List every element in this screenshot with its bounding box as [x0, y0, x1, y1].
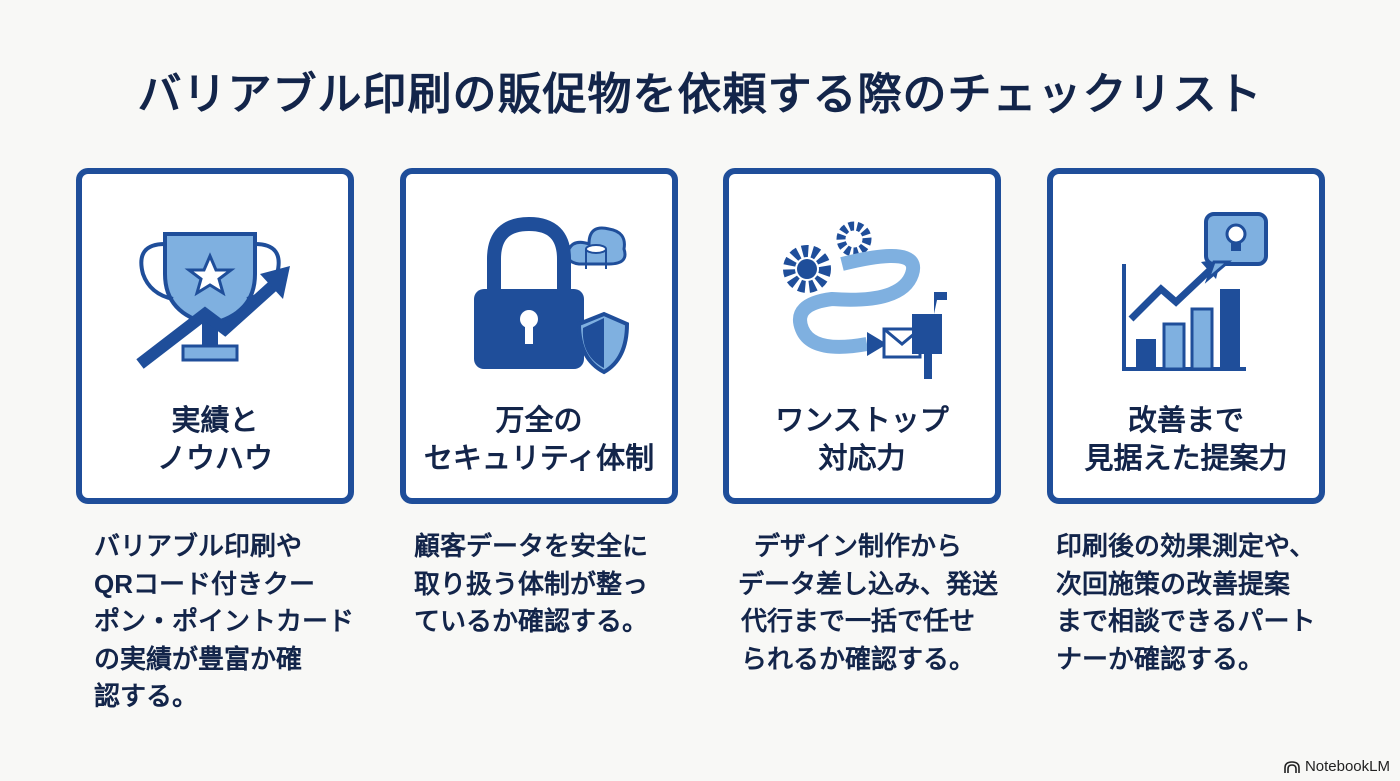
card-description: デザイン制作から データ差し込み、発送 代行まで一括で任せ られるか確認する。 [738, 528, 999, 678]
card-title-line: 万全の [495, 405, 583, 437]
desc-line: 次回施策の改善提案 [1056, 568, 1291, 599]
desc-line: QRコード付きクー [94, 568, 316, 599]
lock-shield-icon [474, 216, 629, 375]
card-title-line: セキュリティ体制 [423, 443, 655, 475]
card-description: バリアブル印刷や QRコード付きクー ポン・ポイントカード の実績が豊富か確 認… [94, 528, 384, 716]
desc-line: バリアブル印刷や [94, 531, 303, 561]
notebooklm-watermark: NotebookLM [1284, 758, 1390, 775]
card-title: 実績と ノウハウ [82, 402, 348, 478]
desc-line: 取り扱う体制が整っ [414, 568, 649, 599]
trophy-growth-icon [136, 232, 290, 369]
card-title-line: 対応力 [818, 443, 906, 475]
card-title-line: 改善まで [1127, 405, 1244, 437]
card-proposal: 改善まで 見据えた提案力 [1047, 168, 1325, 504]
card-title: 改善まで 見据えた提案力 [1053, 402, 1319, 478]
desc-line: まで相談できるパート [1056, 606, 1316, 636]
card-title-line: ノウハウ [156, 443, 273, 475]
desc-line: デザイン制作から [753, 531, 962, 561]
chart-lightbulb-icon [1122, 212, 1268, 371]
desc-line: 顧客データを安全に [414, 531, 649, 561]
desc-line: られるか確認する。 [740, 643, 975, 674]
page-title: バリアブル印刷の販促物を依頼する際のチェックリスト [137, 70, 1263, 119]
desc-line: 認する。 [94, 681, 199, 711]
card-track-record: 実績と ノウハウ [76, 168, 354, 504]
card-title: ワンストップ 対応力 [729, 402, 995, 478]
card-description: 印刷後の効果測定や、 次回施策の改善提案 まで相談できるパート ナーか確認する。 [1056, 528, 1346, 678]
desc-line: ポン・ポイントカード [94, 606, 355, 636]
card-one-stop: ワンストップ 対応力 [723, 168, 1001, 504]
desc-line: データ差し込み、発送 [738, 568, 999, 599]
desc-line: 代行まで一括で任せ [740, 606, 975, 636]
desc-line: ているか確認する。 [414, 606, 649, 636]
notebooklm-logo-icon [1284, 760, 1300, 773]
gears-mailbox-icon [783, 221, 947, 379]
desc-line: の実績が豊富か確 [94, 643, 303, 674]
brand-label: NotebookLM [1304, 758, 1390, 775]
card-title-line: 実績と [171, 405, 259, 437]
card-title: 万全の セキュリティ体制 [406, 402, 672, 478]
desc-line: ナーか確認する。 [1056, 643, 1265, 674]
card-description: 顧客データを安全に 取り扱う体制が整っ ているか確認する。 [414, 528, 704, 641]
desc-line: 印刷後の効果測定や、 [1056, 531, 1316, 561]
card-title-line: ワンストップ [775, 405, 949, 437]
card-title-line: 見据えた提案力 [1084, 443, 1288, 475]
card-security: 万全の セキュリティ体制 [400, 168, 678, 504]
